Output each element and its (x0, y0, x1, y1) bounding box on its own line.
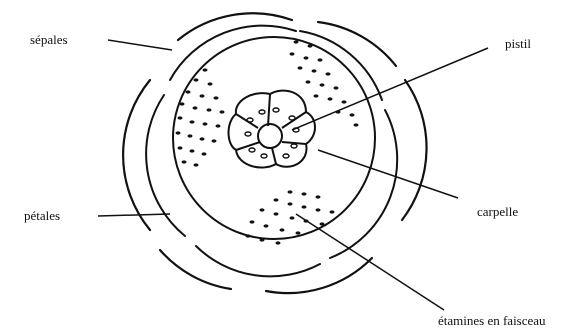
petal-arc (196, 246, 320, 276)
petal-ring (146, 26, 397, 277)
leader-line-petales (98, 214, 170, 216)
petal-arc (170, 26, 296, 80)
sepal-arc (402, 80, 427, 220)
pistil-group (229, 91, 316, 168)
label-etamines: étamines en faisceau (438, 313, 546, 328)
labels: sépales pétales pistil carpelle étamines… (24, 32, 546, 328)
leader-line-sepales (108, 40, 172, 50)
leader-lines (98, 40, 488, 310)
central-axis (258, 124, 282, 148)
sepal-arcs (123, 13, 426, 293)
label-sepales: sépales (30, 32, 68, 47)
sepal-arc (160, 250, 231, 289)
stamen-bundle-bottom (246, 190, 335, 244)
carpel-division (236, 142, 260, 150)
stamen-bundle-left (176, 68, 225, 166)
label-carpelle: carpelle (477, 204, 518, 219)
stamen-bundles (176, 40, 359, 244)
leader-line-etamines (296, 214, 444, 310)
carpel-outline (229, 91, 316, 168)
carpel-division (272, 148, 276, 164)
label-petales: pétales (24, 208, 60, 223)
carpel-division (268, 94, 270, 126)
leader-line-carpelle (318, 150, 458, 198)
label-pistil: pistil (505, 36, 531, 51)
